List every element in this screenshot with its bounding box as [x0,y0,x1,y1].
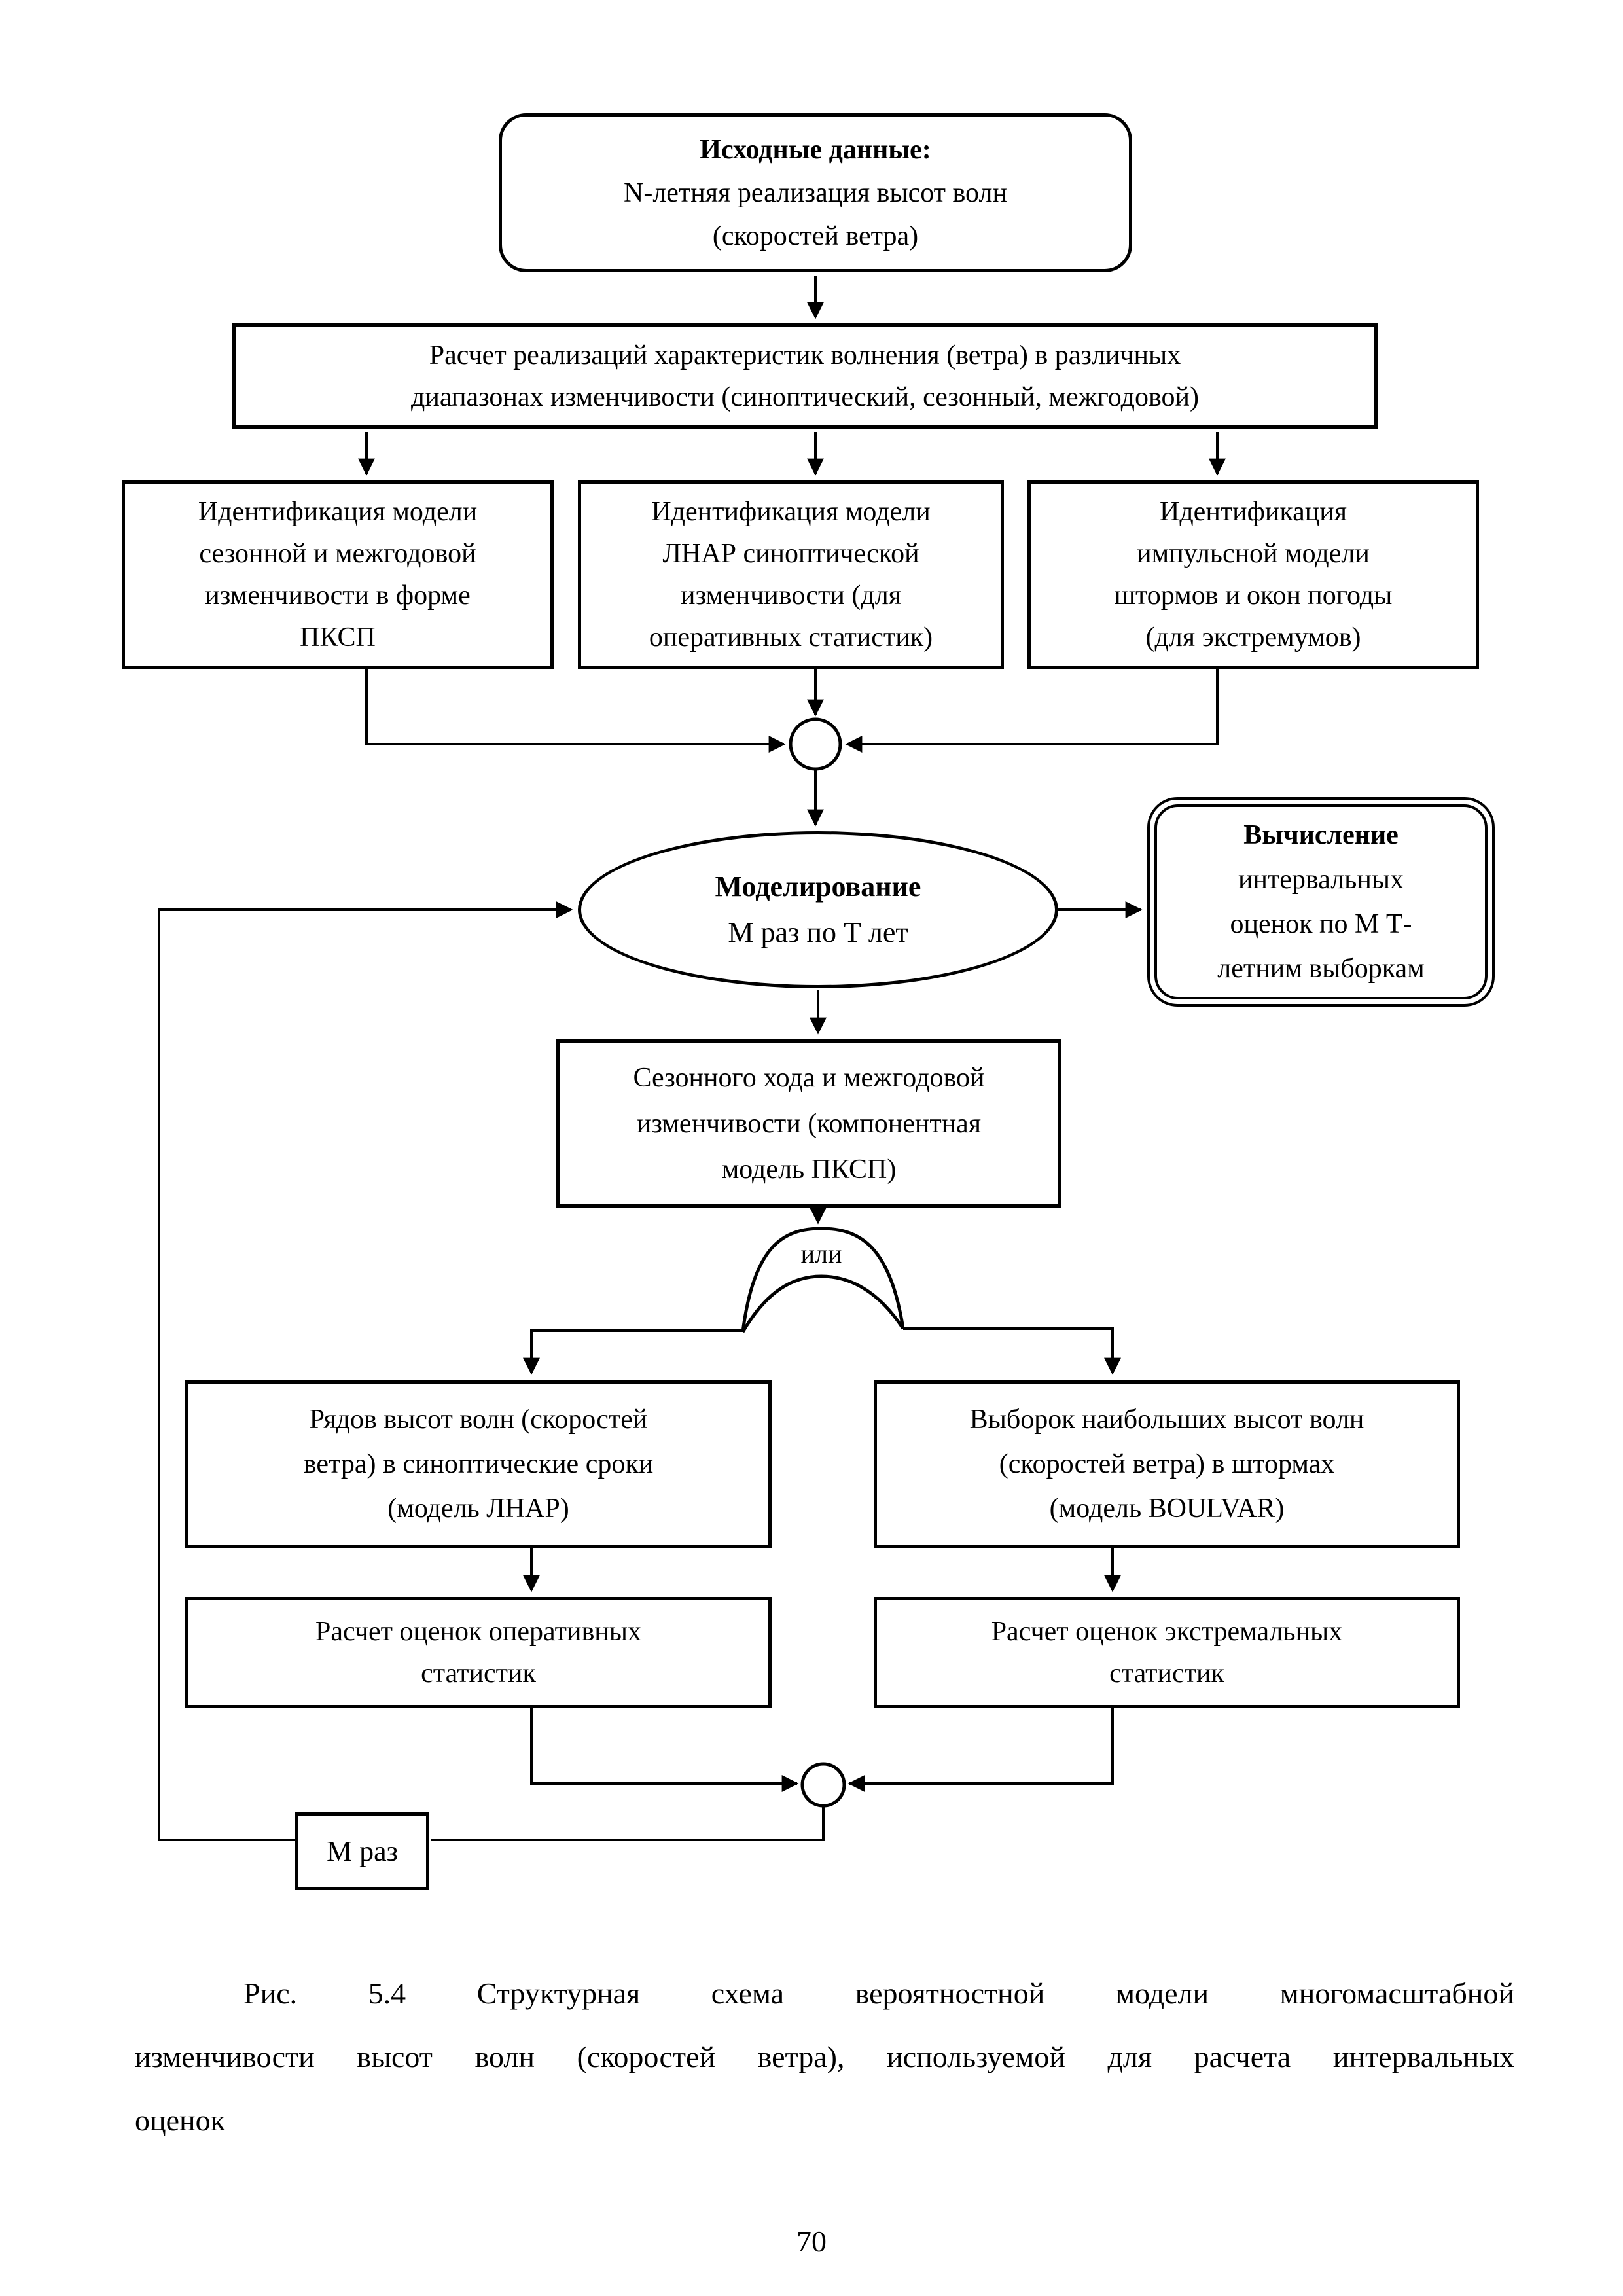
rows-lnar-line: (модель ЛНАР) [387,1494,569,1524]
node-ident-lnar: Идентификация модели ЛНАР синоптической … [578,480,1004,669]
node-calc-operational: Расчет оценок оперативных статистик [185,1597,772,1708]
node-rows-lnar: Рядов высот волн (скоростей ветра) в син… [185,1380,772,1548]
node-samples-boulvar: Выборок наибольших высот волн (скоростей… [874,1380,1460,1548]
ident-impulse-line: (для экстремумов) [1145,622,1361,653]
node-seasonal-component: Сезонного хода и межгодовой изменчивости… [556,1039,1061,1208]
ident-pksp-line: сезонной и межгодовой [199,539,476,569]
samples-boulvar-line: Выборок наибольших высот волн [969,1405,1364,1435]
connector-impulse-to-junction [845,669,1219,753]
calc-realizations-line: диапазонах изменчивости (синоптический, … [411,382,1199,412]
connector-or-to-samples [903,1327,1121,1375]
samples-boulvar-line: (скоростей ветра) в штормах [999,1449,1335,1479]
figure-caption-line-1: Рис. 5.4 Структурная схема вероятностной… [243,1977,1514,2010]
node-calc-realizations: Расчет реализаций характеристик волнения… [232,323,1378,429]
figure-caption-line-3: оценок [135,2104,225,2137]
interval-estimates-line: летним выборкам [1217,954,1425,984]
node-interval-estimates: Вычисление интервальных оценок по М Т- л… [1147,797,1495,1007]
rows-lnar-line: Рядов высот волн (скоростей [309,1405,648,1435]
seasonal-line: Сезонного хода и межгодовой [633,1062,985,1093]
interval-estimates-inner: Вычисление интервальных оценок по М Т- л… [1154,804,1488,999]
ident-impulse-line: штормов и окон погоды [1114,581,1393,611]
rows-lnar-line: ветра) в синоптические сроки [303,1449,654,1479]
seasonal-line: изменчивости (компонентная [636,1108,982,1139]
interval-estimates-line: интервальных [1238,865,1404,895]
ident-impulse-line: импульсной модели [1137,539,1370,569]
source-data-line: (скоростей ветра) [712,221,919,251]
source-data-line: N-летняя реализация высот волн [624,177,1007,208]
node-modeling-ellipse: Моделирование М раз по Т лет [578,831,1058,988]
junction-circle-top [789,717,842,771]
samples-boulvar-line: (модель BOULVAR) [1049,1494,1285,1524]
ident-pksp-line: изменчивости в форме [205,581,471,611]
node-source-data: Исходные данные: N-летняя реализация выс… [499,113,1132,272]
connector-extreme-to-junction [847,1708,1114,1792]
ident-lnar-line: ЛНАР синоптической [662,539,919,569]
ident-lnar-line: оперативных статистик) [649,622,933,653]
modeling-line: М раз по Т лет [728,916,908,948]
or-connector-outer-arc [741,1227,905,1333]
connector-operational-to-junction [530,1708,799,1792]
ident-pksp-line: Идентификация модели [198,497,478,527]
modeling-title: Моделирование [715,870,921,903]
node-ident-impulse: Идентификация импульсной модели штормов … [1027,480,1479,669]
connector-junction-to-mtimes [431,1806,825,1841]
connector-feedback-loop [158,901,573,1841]
calc-extreme-line: статистик [1109,1659,1224,1689]
junction-circle-bottom [800,1762,846,1808]
or-label: или [800,1239,842,1268]
ident-impulse-line: Идентификация [1159,497,1347,527]
ident-lnar-line: Идентификация модели [651,497,931,527]
figure-caption-line-2: изменчивости высот волн (скоростей ветра… [135,2040,1514,2073]
page-number: 70 [796,2225,827,2258]
calc-extreme-line: Расчет оценок экстремальных [991,1617,1343,1647]
seasonal-line: модель ПКСП) [721,1154,897,1185]
node-ident-pksp: Идентификация модели сезонной и межгодов… [122,480,554,669]
or-connector-inner-arc [741,1274,905,1333]
node-calc-extreme: Расчет оценок экстремальных статистик [874,1597,1460,1708]
node-m-times: М раз [295,1812,429,1890]
calc-realizations-line: Расчет реализаций характеристик волнения… [429,340,1181,370]
ident-pksp-line: ПКСП [300,622,376,653]
m-times-label: М раз [326,1835,399,1867]
calc-operational-line: статистик [421,1659,536,1689]
source-data-title: Исходные данные: [700,134,931,165]
connector-or-to-rows [523,1329,743,1375]
interval-estimates-line: оценок по М Т- [1230,909,1412,939]
connector-pksp-to-junction [365,669,786,753]
calc-operational-line: Расчет оценок оперативных [315,1617,641,1647]
ident-lnar-line: изменчивости (для [681,581,901,611]
interval-estimates-title: Вычисление [1243,820,1399,850]
